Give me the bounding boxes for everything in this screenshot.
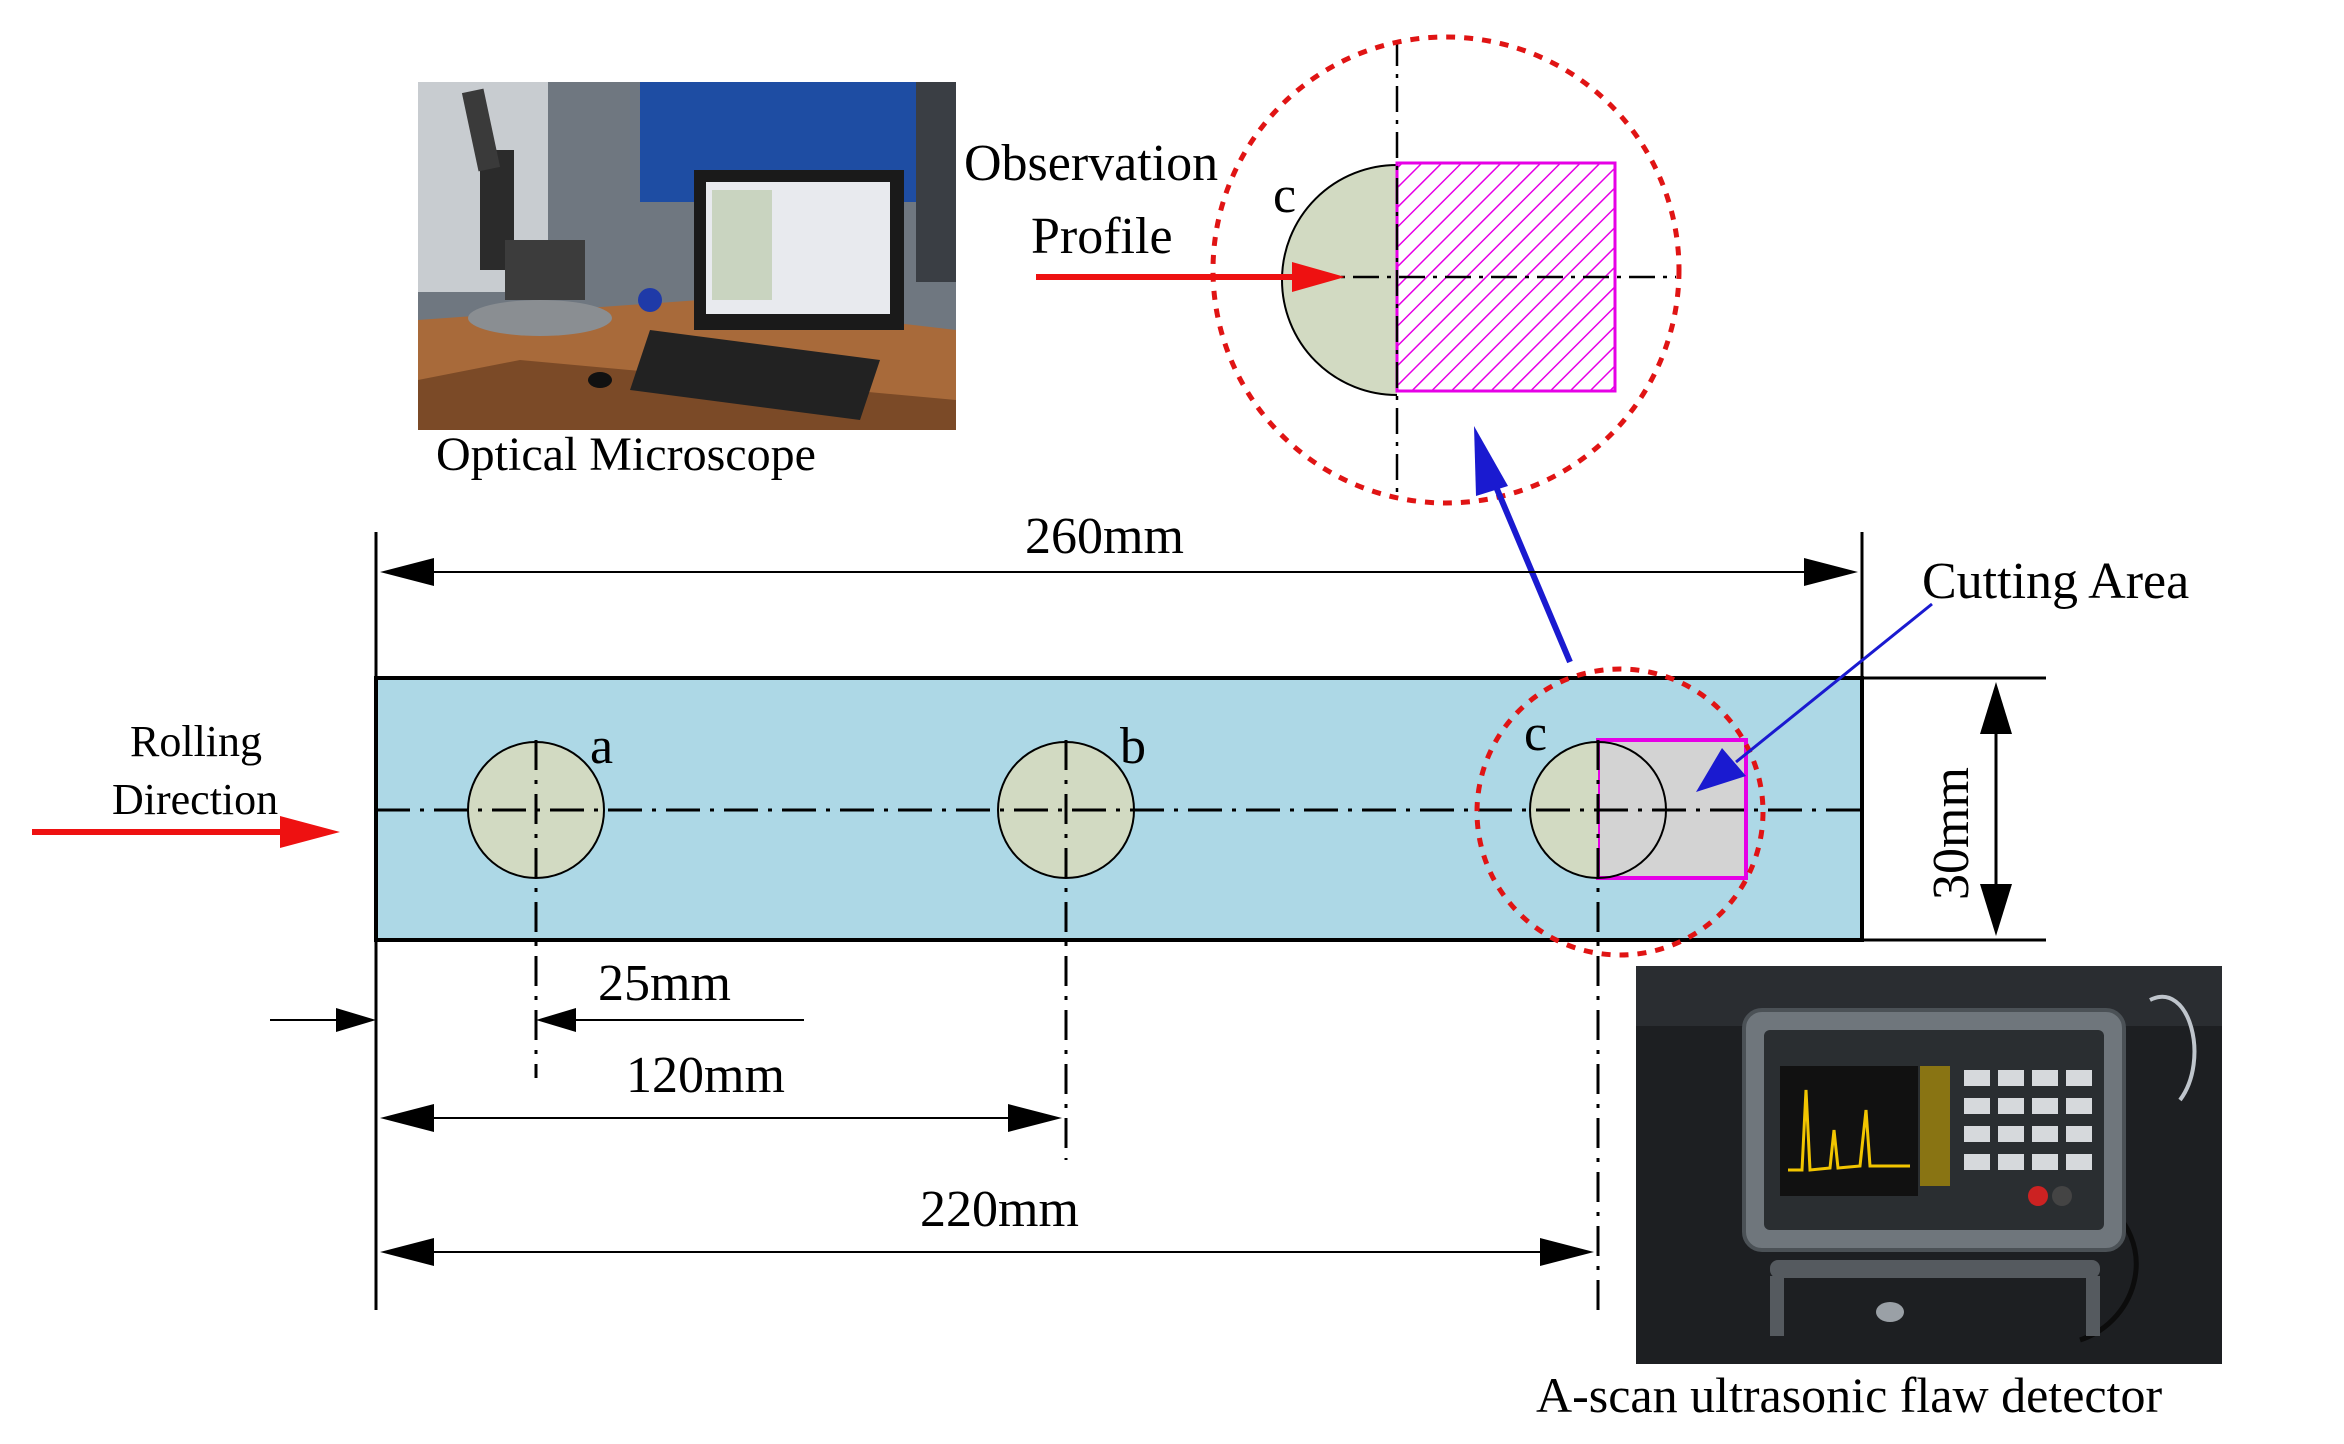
cutting-area-label: Cutting Area — [1922, 553, 2189, 610]
profile-label: Profile — [1031, 208, 1173, 265]
cutting-area-arrow — [1696, 602, 1933, 792]
dim-220-label: 220mm — [920, 1181, 1079, 1238]
dimension-25 — [270, 1008, 804, 1032]
rolling-direction-arrow — [32, 816, 340, 848]
observation-arrow — [1036, 262, 1345, 292]
microscope-photo — [418, 82, 956, 430]
hole-a-label: a — [590, 718, 613, 775]
cutting-circle — [1474, 666, 1766, 958]
zoom-circle — [1210, 34, 1682, 506]
observation-label: Observation — [964, 135, 1218, 192]
dim-120-label: 120mm — [626, 1047, 785, 1104]
dim-25-label: 25mm — [598, 955, 731, 1012]
dimension-220 — [380, 1238, 1594, 1266]
rolling-label: Rolling — [130, 717, 262, 766]
optical-microscope-label: Optical Microscope — [436, 428, 816, 481]
dim-260-label: 260mm — [1025, 508, 1184, 565]
zoom-link-arrow — [1474, 426, 1573, 664]
dim-30-label: 30mm — [1923, 767, 1980, 900]
hole-c-label: c — [1524, 705, 1547, 762]
dimension-30 — [1980, 682, 2012, 936]
flaw-detector-label: A-scan ultrasonic flaw detector — [1536, 1367, 2162, 1423]
direction-label: Direction — [112, 775, 278, 824]
flaw-detector-photo — [1636, 966, 2222, 1364]
zoom-detail — [1210, 34, 1682, 506]
dimension-120 — [380, 1104, 1062, 1132]
hole-b-label: b — [1120, 718, 1146, 775]
hole-c-zoom-label: c — [1273, 167, 1296, 224]
